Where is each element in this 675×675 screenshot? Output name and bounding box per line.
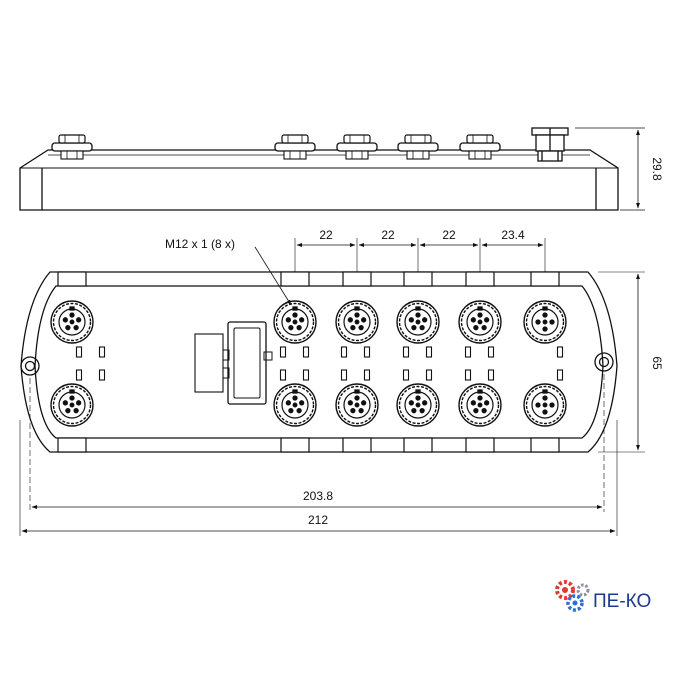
top-body-inner — [34, 285, 604, 439]
label-tab — [465, 437, 495, 453]
m12-connector — [50, 383, 94, 427]
watermark-text: ПЕ-КО — [593, 591, 651, 612]
m12-callout-label: M12 x 1 (8 x) — [165, 237, 235, 251]
status-led — [75, 346, 83, 358]
m12-connector — [458, 383, 502, 427]
status-led — [302, 346, 310, 358]
mounting-hole-left — [20, 356, 40, 376]
status-led — [425, 369, 433, 381]
status-led — [464, 369, 472, 381]
m12-connector-group — [50, 300, 567, 427]
label-tab — [57, 437, 87, 453]
label-tab-group — [57, 271, 560, 453]
label-tab — [280, 271, 310, 287]
status-led — [402, 346, 410, 358]
center-port-block — [194, 321, 273, 405]
overall-width-label: 212 — [308, 513, 328, 527]
status-led — [556, 346, 564, 358]
status-led — [340, 369, 348, 381]
top-view — [19, 238, 645, 536]
m12-connector — [335, 383, 379, 427]
status-led — [487, 369, 495, 381]
label-tab — [403, 437, 433, 453]
side-view — [19, 127, 645, 211]
top-height-label: 65 — [650, 356, 664, 370]
status-led — [487, 346, 495, 358]
top-body-outer — [20, 271, 618, 453]
label-tab — [280, 437, 310, 453]
status-led — [464, 346, 472, 358]
side-height-label: 29.8 — [650, 157, 664, 181]
status-led — [98, 346, 106, 358]
m12-connector — [50, 300, 94, 344]
status-led — [98, 369, 106, 381]
m12-connector — [273, 300, 317, 344]
side-rj45-port — [531, 127, 569, 162]
status-led — [556, 369, 564, 381]
pitch-label-3: 22 — [442, 228, 456, 242]
side-connector-group — [51, 134, 501, 160]
mounting-hole-right — [594, 352, 614, 372]
side-m12-connector — [397, 134, 439, 160]
label-tab — [465, 271, 495, 287]
m12-connector — [396, 300, 440, 344]
side-m12-connector — [336, 134, 378, 160]
pitch-label-1: 22 — [319, 228, 333, 242]
status-led — [279, 346, 287, 358]
pitch-label-2: 22 — [381, 228, 395, 242]
gear-blue-icon — [566, 594, 584, 612]
status-led — [302, 369, 310, 381]
side-m12-connector — [51, 134, 93, 160]
m12-connector — [396, 383, 440, 427]
m12-connector — [523, 383, 567, 427]
status-led-group — [75, 346, 564, 381]
label-tab — [530, 437, 560, 453]
m12-callout-leader — [254, 246, 292, 306]
m12-connector — [458, 300, 502, 344]
pitch-label-4: 23.4 — [501, 228, 525, 242]
watermark-logo: ПЕ-КО — [555, 580, 651, 612]
status-led — [402, 369, 410, 381]
status-led — [340, 346, 348, 358]
label-tab — [403, 271, 433, 287]
m12-connector — [523, 300, 567, 344]
status-led — [279, 369, 287, 381]
inner-width-label: 203.8 — [303, 489, 333, 503]
m12-connector — [273, 383, 317, 427]
m12-connector — [335, 300, 379, 344]
label-tab — [342, 271, 372, 287]
gear-red-icon — [555, 580, 575, 600]
label-tab — [530, 271, 560, 287]
side-m12-connector — [274, 134, 316, 160]
label-tab — [57, 271, 87, 287]
status-led — [75, 369, 83, 381]
status-led — [363, 346, 371, 358]
label-tab — [342, 437, 372, 453]
pitch-dimensions — [294, 238, 546, 272]
side-m12-connector — [459, 134, 501, 160]
gear-grey-icon — [576, 583, 590, 597]
status-led — [363, 369, 371, 381]
side-body-outline — [19, 149, 619, 211]
status-led — [425, 346, 433, 358]
